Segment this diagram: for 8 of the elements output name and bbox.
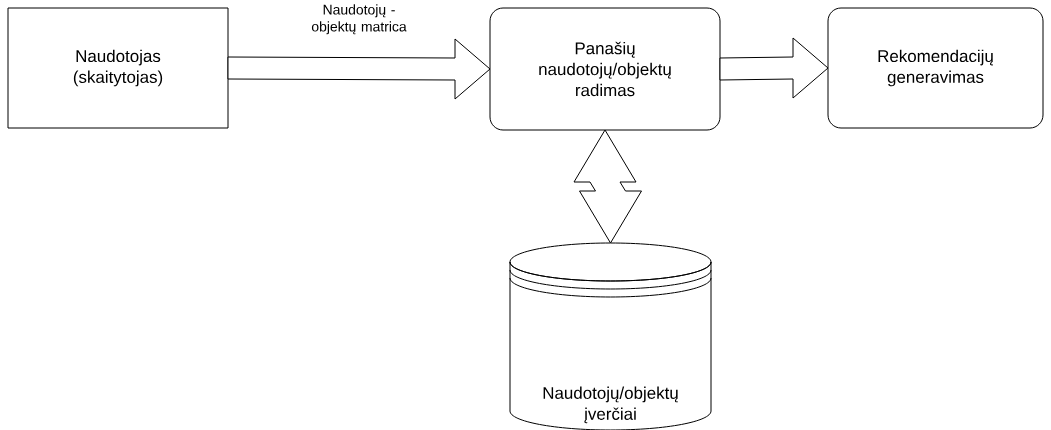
database-cylinder: Naudotojų/objektų įverčiai	[509, 242, 712, 430]
edge-label: Naudotojų - objektų matrica	[311, 4, 407, 35]
process-box: Panašių naudotojų/objektų radimas	[489, 7, 721, 131]
block-arrow	[719, 37, 829, 99]
block-arrow	[573, 129, 642, 244]
process-box: Naudotojas (skaitytojas)	[7, 7, 229, 129]
block-arrow	[227, 38, 491, 100]
process-box: Rekomendacijų generavimas	[827, 7, 1044, 129]
